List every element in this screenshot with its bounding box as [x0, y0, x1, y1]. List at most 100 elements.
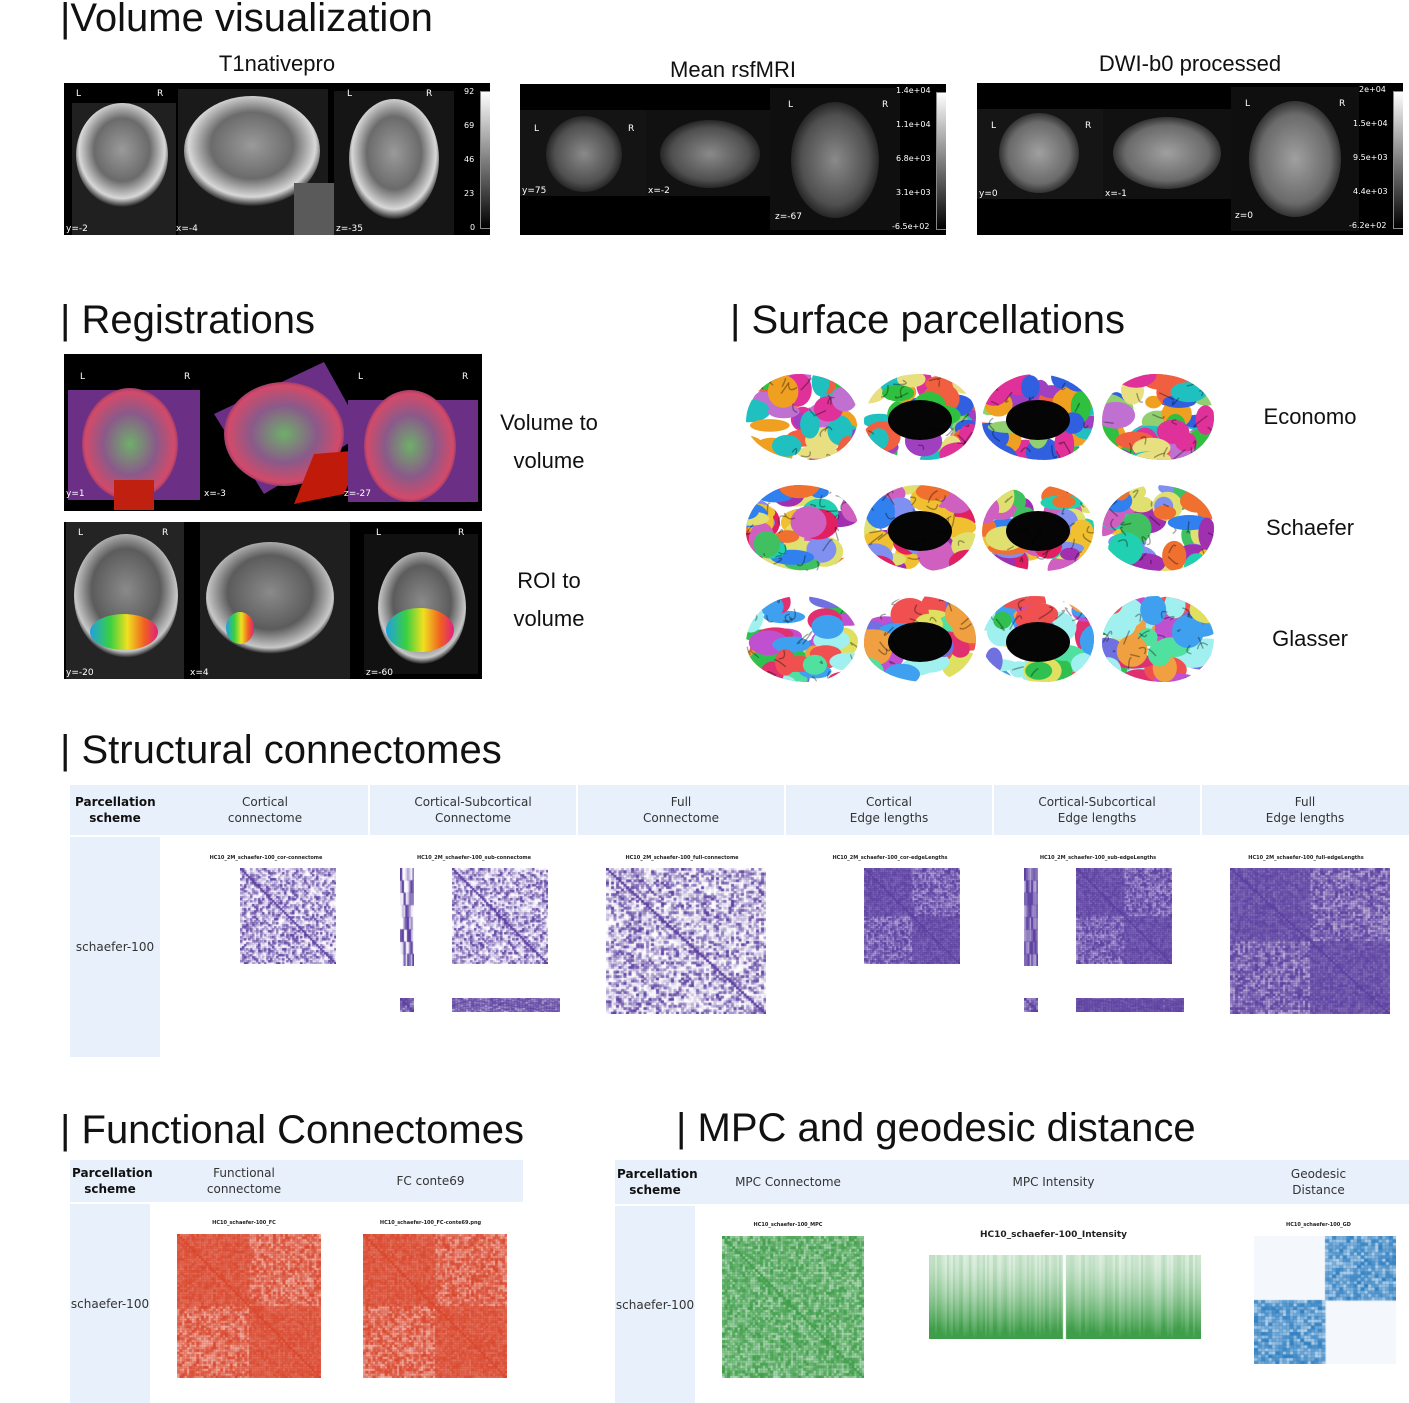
slice-coord: z=-67: [775, 212, 802, 222]
colorbar-tick: -6.2e+02: [1349, 221, 1387, 230]
volume-panel-title-3: DWI-b0 processed: [1098, 51, 1282, 76]
registration-panel-2[interactable]: L R L R y=-20 x=4 z=-60: [64, 522, 482, 679]
orient-right-label: R: [458, 528, 465, 538]
functional-connectivity-matrix: [177, 1234, 321, 1378]
connectivity-matrix: [452, 868, 548, 964]
volume-panel-1[interactable]: L R L R y=-2 x=-4 z=-35 92 69 46 23 0: [64, 83, 490, 235]
functional-connectivity-matrix: [363, 1234, 507, 1378]
matrix-title: HC10_2M_schaefer-100_full-connectome: [625, 855, 739, 861]
orient-left-label: L: [534, 124, 540, 134]
colorbar: [1393, 91, 1403, 229]
slice-coord: x=-3: [204, 489, 226, 499]
orient-left-label: L: [80, 372, 86, 382]
matrix-title: HC10_2M_schaefer-100_sub-edgeLengths: [1039, 855, 1157, 861]
column-divider: [576, 785, 578, 835]
column-header-line: Cortical: [866, 795, 912, 809]
table-header-row: [70, 1160, 523, 1202]
slice-coord: x=4: [190, 668, 209, 678]
parcellation-label-schaefer: Schaefer: [1265, 515, 1355, 540]
cortical-surface-brain: [746, 596, 858, 682]
column-header-line: Cortical-Subcortical: [1038, 795, 1156, 809]
slice-coord: y=0: [979, 189, 998, 199]
cortical-surface-brain: [746, 374, 858, 460]
colorbar-tick: 69: [464, 121, 475, 130]
section-title-structural: | Structural connectomes: [60, 728, 502, 772]
table-header-row: [615, 1160, 1409, 1204]
cortical-surface-brain: [1102, 485, 1214, 571]
column-header: MPC Connectome: [697, 1160, 879, 1204]
column-header-line: Cortical-Subcortical: [414, 795, 532, 809]
colorbar-tick: 1.4e+04: [896, 86, 931, 95]
orient-left-label: L: [376, 528, 382, 538]
volume-panel-3[interactable]: L R L R y=0 x=-1 z=0 2e+04 1.5e+04 9.5e+…: [977, 83, 1403, 235]
matrix-title: HC10_2M_schaefer-100_cor-connectome: [209, 855, 323, 861]
colorbar-tick: 46: [464, 155, 475, 164]
slice-coord: x=-4: [176, 224, 198, 234]
column-header-line: Edge lengths: [1265, 811, 1345, 825]
column-header-line: Functional: [213, 1166, 275, 1180]
colorbar-tick: 3.1e+03: [896, 188, 931, 197]
column-header-line: MPC Connectome: [735, 1175, 841, 1189]
section-title-functional: | Functional Connectomes: [60, 1108, 524, 1152]
orient-left-label: L: [991, 121, 997, 131]
scheme-header: Parcellation scheme: [70, 1160, 153, 1202]
geodesic-distance-matrix: [1254, 1236, 1396, 1364]
orient-left-label: L: [347, 89, 353, 99]
volume-panel-title-2: Mean rsfMRI: [670, 57, 796, 82]
cortical-surface-brain: [982, 485, 1094, 571]
orient-right-label: R: [1085, 121, 1092, 131]
colorbar-tick: 2e+04: [1359, 85, 1386, 94]
matrix-title: HC10_2M_schaefer-100_cor-edgeLengths: [832, 855, 948, 861]
orient-right-label: R: [462, 372, 469, 382]
subcortical-strip: [400, 868, 414, 966]
orient-right-label: R: [882, 100, 889, 110]
column-header: MPC Intensity: [881, 1160, 1226, 1204]
section-title-mpc: | MPC and geodesic distance: [676, 1106, 1196, 1150]
subcortical-strip: [452, 998, 560, 1012]
matrix-title: HC10_2M_schaefer-100_full-edgeLengths: [1248, 855, 1364, 861]
slice-coord: z=0: [1235, 211, 1253, 221]
label-line: Volume to: [500, 410, 598, 435]
mpc-intensity-profile: [929, 1255, 1201, 1339]
orient-left-label: L: [78, 528, 84, 538]
orient-right-label: R: [628, 124, 635, 134]
column-header-line: MPC Intensity: [1012, 1175, 1095, 1189]
subcortical-block: [1024, 998, 1038, 1012]
slice-coord: y=-2: [66, 224, 88, 234]
volume-panel-2[interactable]: L R L R y=75 x=-2 z=-67 1.4e+04 1.1e+04 …: [520, 84, 946, 235]
column-header-line: Edge lengths: [1057, 811, 1137, 825]
cortical-surface-brain: [864, 596, 976, 682]
orient-right-label: R: [1339, 99, 1346, 109]
cortical-surface-brain: [1102, 374, 1214, 460]
connectivity-matrix: [240, 868, 336, 964]
matrix-title: HC10_schaefer-100_FC-conte69.png: [379, 1220, 482, 1226]
mpc-matrix: [722, 1236, 864, 1378]
slice-coord: z=-60: [366, 668, 393, 678]
registration-panel-1[interactable]: L R L R y=1 x=-3 z=-27: [64, 354, 482, 511]
column-divider: [368, 785, 370, 835]
matrix-title: HC10_schaefer-100_Intensity: [979, 1230, 1128, 1240]
column-divider: [784, 785, 786, 835]
colorbar: [480, 91, 490, 229]
scheme-header: Parcellation scheme: [70, 785, 160, 835]
orient-right-label: R: [162, 528, 169, 538]
connectivity-matrix: [1076, 868, 1172, 964]
orient-right-label: R: [184, 372, 191, 382]
slice-coord: y=-20: [66, 668, 94, 678]
matrix-title: HC10_schaefer-100_FC: [212, 1220, 276, 1226]
orient-right-label: R: [426, 89, 433, 99]
connectivity-matrix: [864, 868, 960, 964]
registration-label-1: Volume to volume: [480, 404, 618, 480]
matrix-title: HC10_2M_schaefer-100_sub-connectome: [416, 855, 532, 861]
subcortical-block: [400, 998, 414, 1012]
cortical-surface-brain: [746, 485, 858, 571]
orient-left-label: L: [358, 372, 364, 382]
registration-image: [66, 522, 478, 679]
colorbar-tick: 4.4e+03: [1353, 187, 1388, 196]
